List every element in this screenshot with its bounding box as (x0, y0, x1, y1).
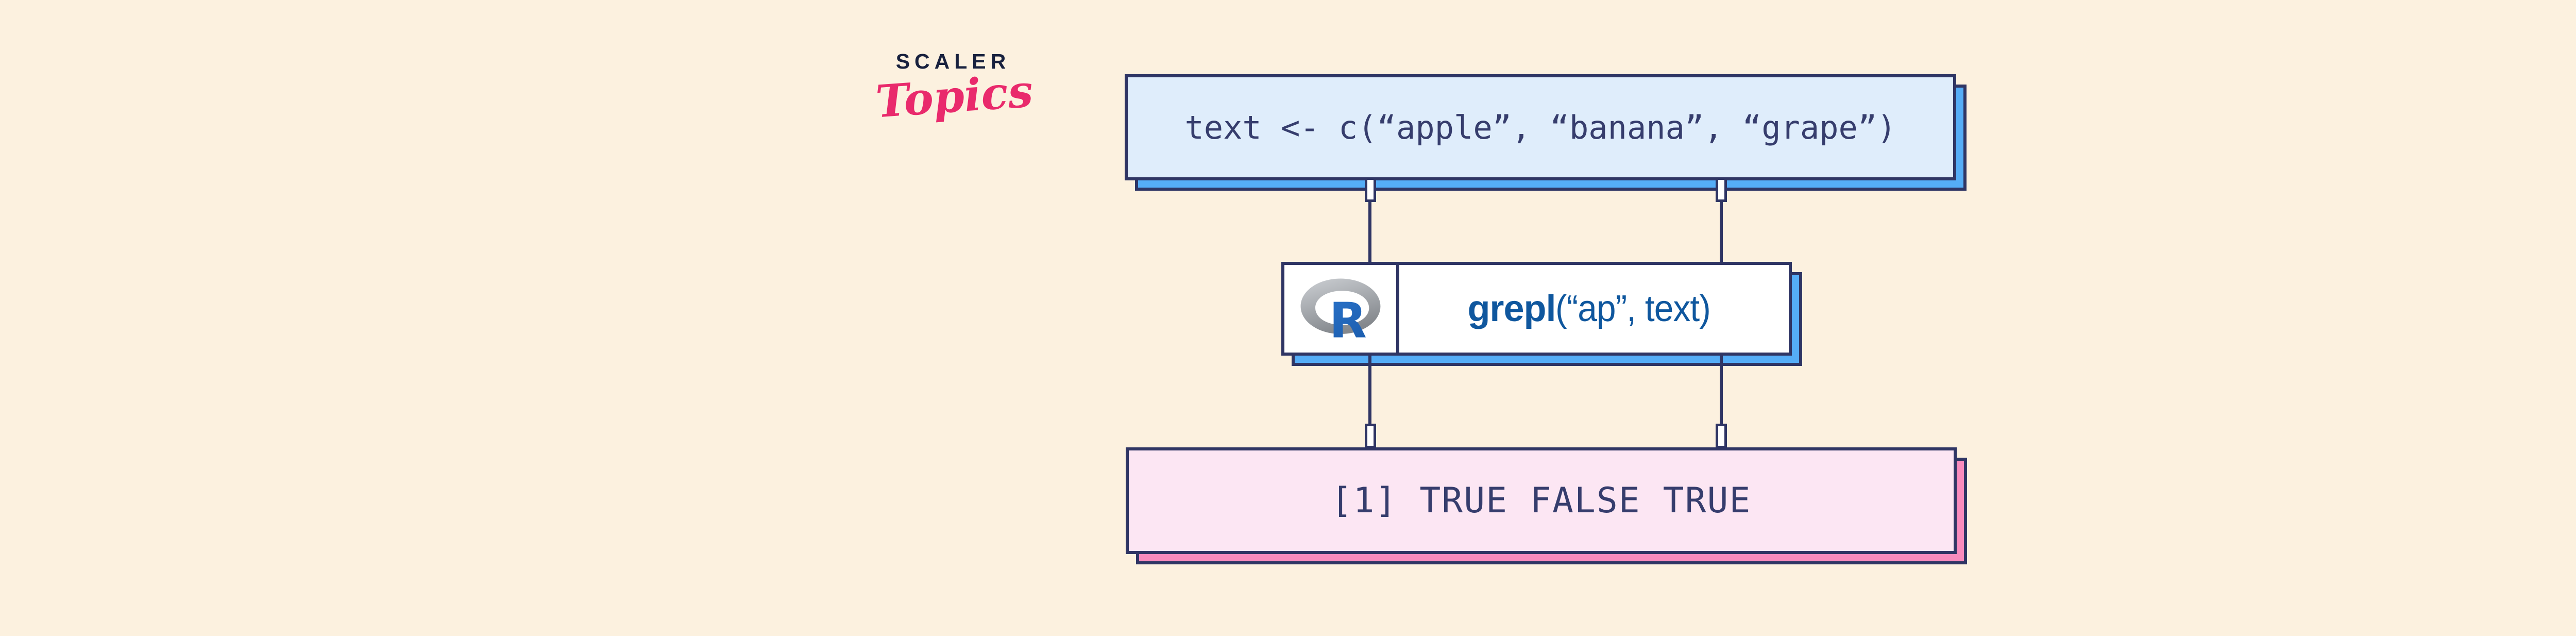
scaler-topics-logo: SCALER Topics (874, 49, 1035, 128)
connector-line-top-left (1368, 178, 1371, 265)
connector-line-top-right (1720, 178, 1723, 265)
connector-line-bottom-right (1720, 355, 1723, 448)
function-name-text: grepl (1467, 288, 1556, 329)
logo-sub-text: Topics (874, 65, 1035, 128)
input-code-box: text <- c(“apple”, “banana”, “grape”) (1125, 74, 1956, 180)
connector-stub-bottom-right (1716, 424, 1727, 448)
output-box: [1] TRUE FALSE TRUE (1126, 447, 1957, 554)
connector-stub-bottom-left (1365, 424, 1376, 448)
function-expression: grepl(“ap”, text) (1399, 265, 1789, 353)
r-language-icon: R (1300, 278, 1380, 341)
function-args-text: (“ap”, text) (1555, 288, 1711, 329)
r-logo-cell: R (1284, 265, 1399, 353)
svg-text:R: R (1329, 292, 1366, 341)
input-code-text: text <- c(“apple”, “banana”, “grape”) (1184, 108, 1896, 146)
connector-stub-top-right (1716, 177, 1727, 202)
connector-stub-top-left (1365, 177, 1376, 202)
function-box: R grepl(“ap”, text) (1281, 262, 1792, 356)
logo-brand-text: SCALER (895, 49, 1011, 73)
connector-line-bottom-left (1368, 355, 1371, 448)
output-text: [1] TRUE FALSE TRUE (1331, 480, 1752, 521)
